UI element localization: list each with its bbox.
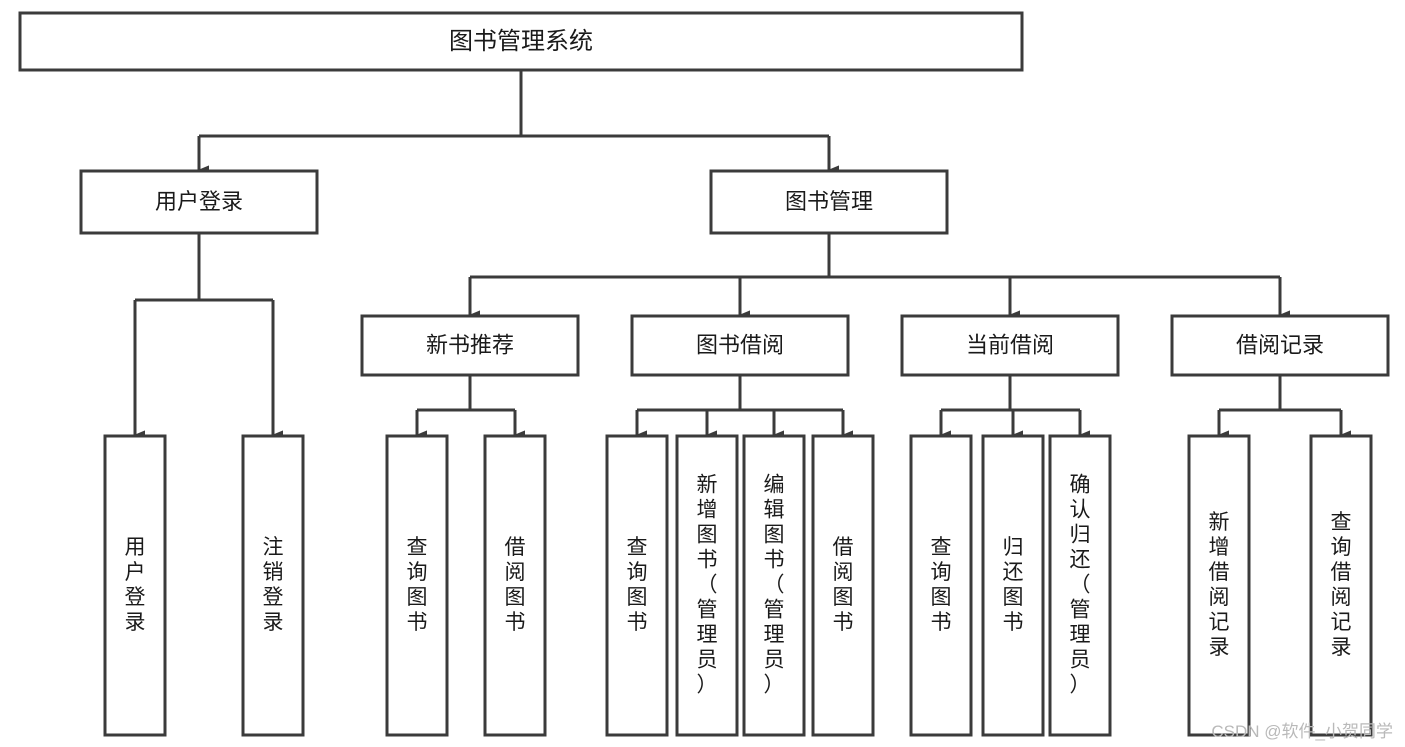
node-leaf_1[interactable]: 注销登录 (241, 434, 305, 737)
node-label: 图书借阅 (696, 332, 784, 357)
node-label: 查询借阅记录 (1331, 511, 1352, 659)
node-box[interactable] (360, 314, 580, 377)
node-box[interactable] (241, 434, 305, 737)
node-leaf_7[interactable]: 借阅图书 (811, 434, 875, 737)
node-box[interactable] (981, 434, 1045, 737)
node-label: 查询图书 (627, 536, 648, 634)
node-leaf_4[interactable]: 查询图书 (605, 434, 669, 737)
node-label: 图书管理系统 (449, 28, 593, 55)
node-leaf_5[interactable]: 新增图书（管理员） (675, 434, 739, 737)
node-label: 确认归还（管理员） (1070, 473, 1091, 696)
node-leaf_10[interactable]: 确认归还（管理员） (1048, 434, 1112, 737)
node-l3_2[interactable]: 当前借阅 (900, 314, 1120, 377)
node-leaf_6[interactable]: 编辑图书（管理员） (742, 434, 806, 737)
node-label: 用户登录 (125, 536, 146, 634)
node-label: 借阅图书 (833, 536, 854, 634)
edges-layer (133, 70, 1351, 440)
node-box[interactable] (605, 434, 669, 737)
node-label: 新书推荐 (426, 332, 514, 357)
node-box[interactable] (483, 434, 547, 737)
node-box[interactable] (79, 169, 319, 235)
node-leaf_12[interactable]: 查询借阅记录 (1309, 434, 1373, 737)
node-box[interactable] (103, 434, 167, 737)
node-label: 借阅记录 (1236, 332, 1324, 357)
node-leaf_3[interactable]: 借阅图书 (483, 434, 547, 737)
node-l3_1[interactable]: 图书借阅 (630, 314, 850, 377)
node-label: 当前借阅 (966, 332, 1054, 357)
node-l2_1[interactable]: 图书管理 (709, 169, 949, 235)
node-box[interactable] (18, 11, 1024, 72)
node-box[interactable] (385, 434, 449, 737)
node-label: 借阅图书 (505, 536, 526, 634)
node-label: 查询图书 (931, 536, 952, 634)
node-leaf_9[interactable]: 归还图书 (981, 434, 1045, 737)
node-box[interactable] (1170, 314, 1390, 377)
node-label: 新增图书（管理员） (697, 473, 718, 696)
node-label: 编辑图书（管理员） (764, 473, 785, 696)
node-l3_0[interactable]: 新书推荐 (360, 314, 580, 377)
node-box[interactable] (811, 434, 875, 737)
nodes-layer: 图书管理系统用户登录图书管理新书推荐图书借阅当前借阅借阅记录用户登录注销登录查询… (18, 11, 1390, 737)
node-leaf_2[interactable]: 查询图书 (385, 434, 449, 737)
node-leaf_11[interactable]: 新增借阅记录 (1187, 434, 1251, 737)
node-label: 查询图书 (407, 536, 428, 634)
node-label: 用户登录 (155, 189, 243, 214)
node-l3_3[interactable]: 借阅记录 (1170, 314, 1390, 377)
node-leaf_0[interactable]: 用户登录 (103, 434, 167, 737)
node-box[interactable] (1048, 434, 1112, 737)
node-box[interactable] (742, 434, 806, 737)
node-box[interactable] (1309, 434, 1373, 737)
node-label: 新增借阅记录 (1209, 511, 1230, 659)
node-box[interactable] (709, 169, 949, 235)
node-box[interactable] (909, 434, 973, 737)
node-box[interactable] (1187, 434, 1251, 737)
node-box[interactable] (675, 434, 739, 737)
node-root[interactable]: 图书管理系统 (18, 11, 1024, 72)
node-l2_0[interactable]: 用户登录 (79, 169, 319, 235)
node-box[interactable] (630, 314, 850, 377)
node-label: 归还图书 (1003, 536, 1024, 634)
node-label: 注销登录 (263, 536, 284, 634)
node-leaf_8[interactable]: 查询图书 (909, 434, 973, 737)
node-label: 图书管理 (785, 189, 873, 214)
node-box[interactable] (900, 314, 1120, 377)
